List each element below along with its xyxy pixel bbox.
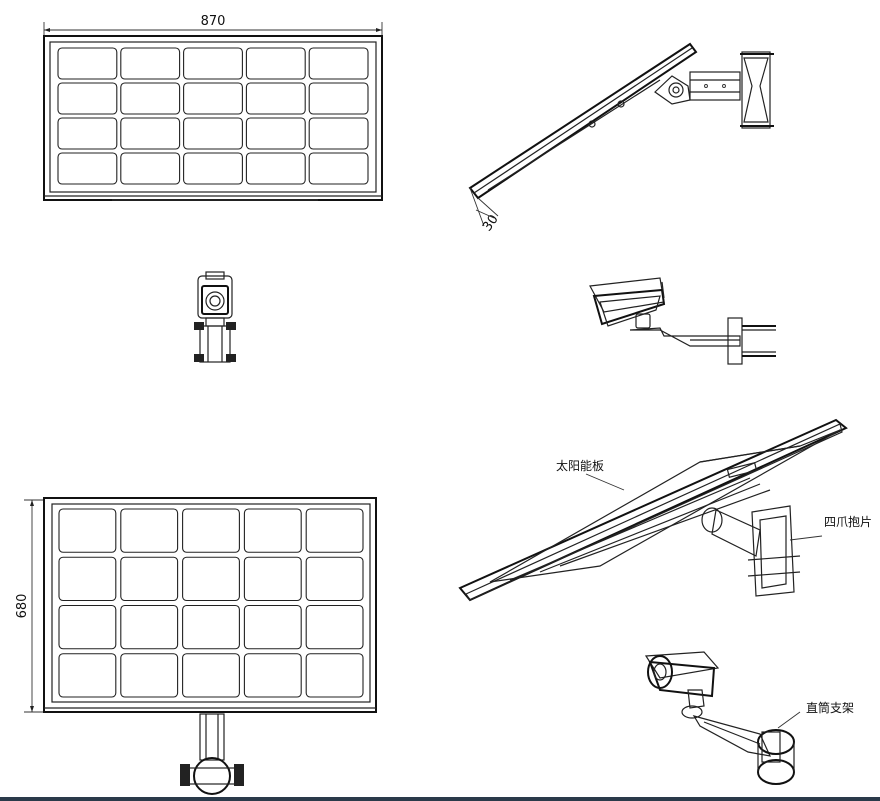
solar-cell bbox=[308, 47, 369, 80]
panel-front-view-bottom: 680 bbox=[15, 497, 377, 795]
solar-cell bbox=[308, 82, 369, 115]
solar-cell bbox=[305, 556, 364, 602]
solar-cell bbox=[245, 152, 306, 185]
solar-cell bbox=[120, 508, 179, 553]
solar-cell bbox=[243, 604, 302, 650]
solar-cell bbox=[57, 117, 118, 150]
solar-cell bbox=[58, 556, 117, 602]
solar-cell bbox=[58, 508, 117, 553]
solar-cell bbox=[305, 604, 364, 650]
solar-cell bbox=[182, 653, 240, 698]
solar-cell bbox=[245, 82, 306, 115]
solar-cell bbox=[183, 82, 243, 115]
solar-cell bbox=[308, 117, 369, 150]
height-dimension-label: 680 bbox=[15, 594, 30, 619]
solar-cell bbox=[245, 47, 306, 80]
solar-panel-label: 太阳能板 bbox=[556, 458, 604, 473]
camera-side-view bbox=[589, 277, 776, 365]
solar-cell bbox=[57, 47, 118, 80]
camera-bracket-view: 直筒支架 bbox=[644, 651, 854, 785]
solar-cell bbox=[57, 152, 118, 185]
solar-cell bbox=[243, 653, 302, 698]
thickness-dimension-label: 30 bbox=[480, 212, 502, 234]
panel-cells-grid bbox=[57, 47, 369, 185]
solar-cell bbox=[120, 82, 181, 115]
solar-cell bbox=[305, 508, 364, 553]
solar-cell bbox=[120, 47, 181, 80]
solar-cell bbox=[245, 117, 306, 150]
solar-cell bbox=[183, 152, 243, 185]
width-dimension-label: 870 bbox=[201, 14, 226, 29]
camera-front-view bbox=[194, 271, 236, 363]
solar-cell bbox=[120, 152, 181, 185]
bottom-edge-bar bbox=[0, 797, 880, 801]
solar-cell bbox=[57, 82, 118, 115]
four-claw-clamp-label: 四爪抱片 bbox=[824, 514, 872, 529]
solar-cell bbox=[120, 653, 179, 698]
solar-cell bbox=[305, 653, 364, 698]
solar-cell bbox=[120, 604, 179, 650]
straight-tube-bracket-label: 直筒支架 bbox=[806, 700, 854, 715]
panel-cells-grid-bottom bbox=[58, 508, 364, 698]
solar-cell bbox=[120, 556, 179, 602]
solar-cell bbox=[308, 152, 369, 185]
solar-cell bbox=[182, 604, 240, 650]
solar-cell bbox=[58, 653, 117, 698]
panel-front-view-top: 870 bbox=[43, 14, 383, 201]
solar-cell bbox=[183, 47, 243, 80]
solar-cell bbox=[183, 117, 243, 150]
solar-cell bbox=[243, 556, 302, 602]
solar-cell bbox=[182, 556, 240, 602]
solar-cell bbox=[243, 508, 302, 553]
panel-side-view-tilted: 30 bbox=[468, 42, 774, 234]
solar-cell bbox=[182, 508, 240, 553]
solar-cell bbox=[58, 604, 117, 650]
panel-perspective-view: 太阳能板 四爪抱片 bbox=[458, 418, 872, 602]
solar-cell bbox=[120, 117, 181, 150]
